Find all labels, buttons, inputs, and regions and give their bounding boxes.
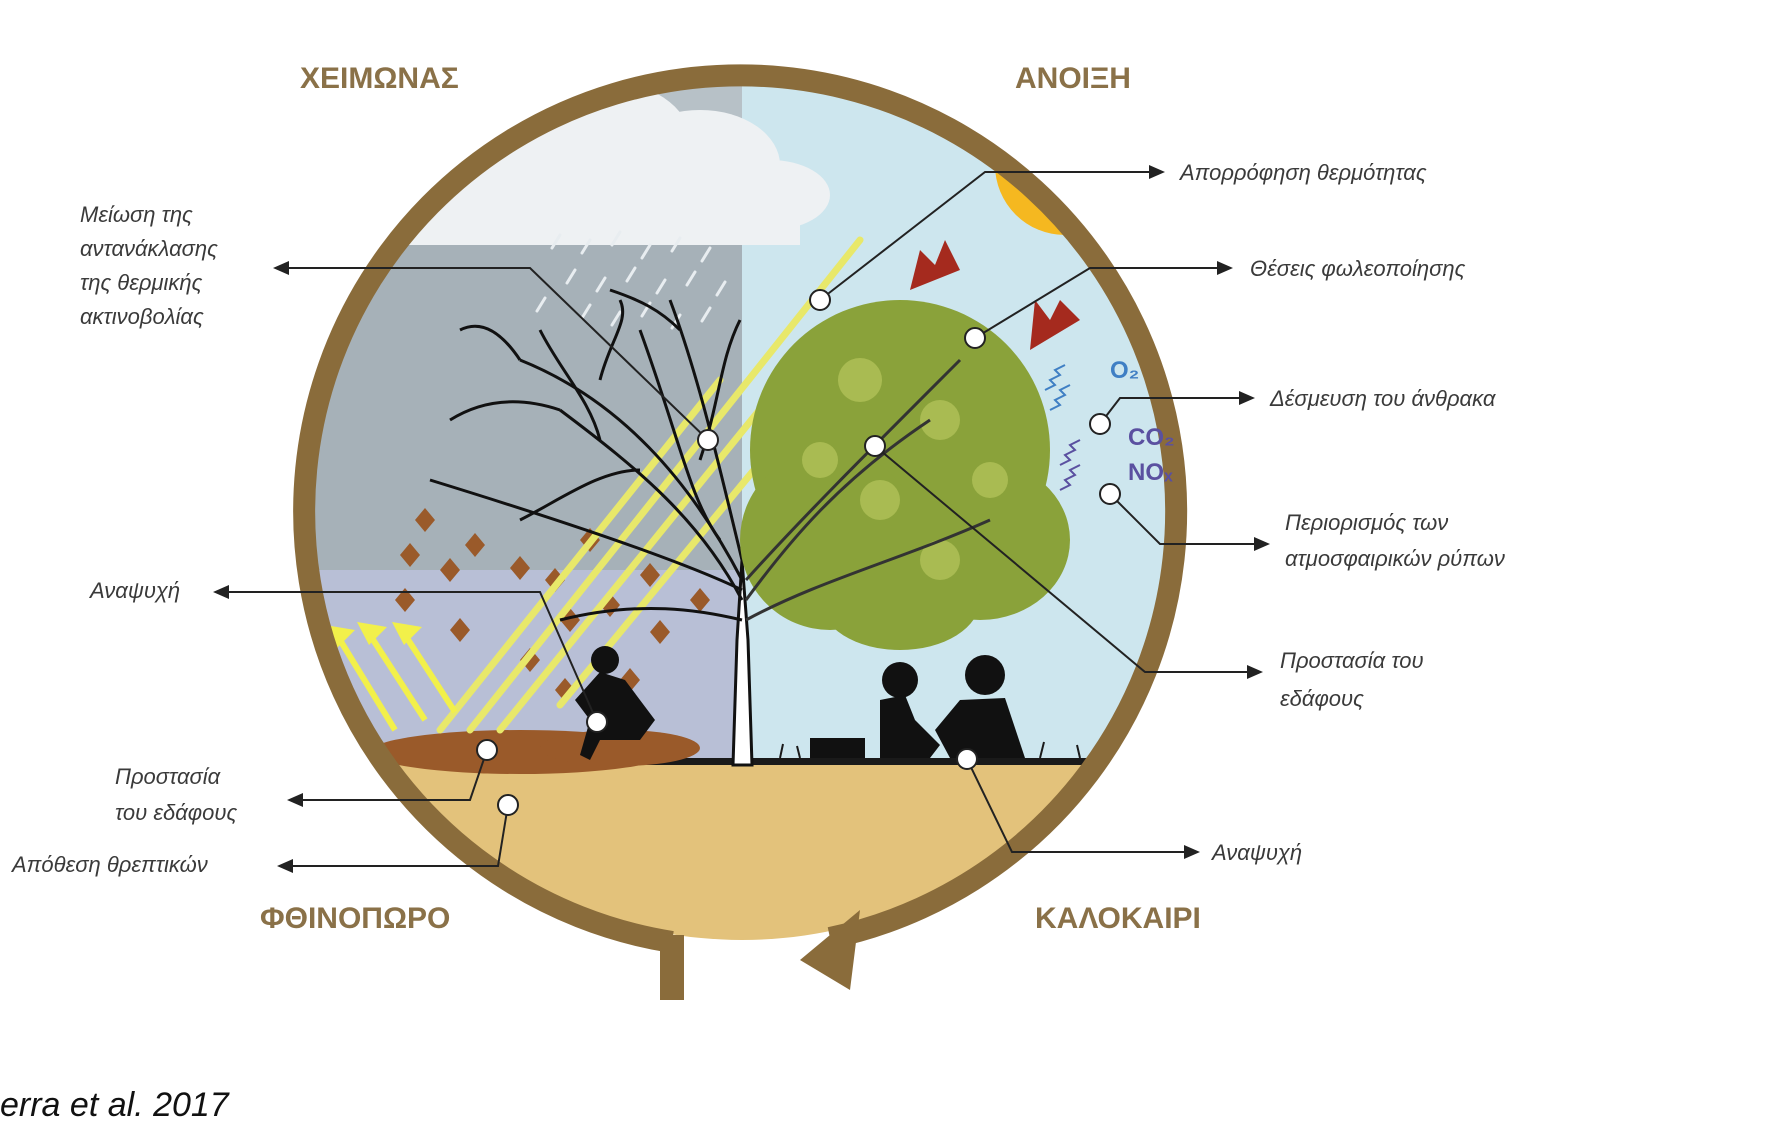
co2-label: CO₂ — [1128, 424, 1175, 451]
label-reflection-2: αντανάκλασης — [80, 236, 218, 261]
citation-credit: erra et al. 2017 — [0, 1086, 230, 1124]
label-soil-left-2: του εδάφους — [115, 800, 237, 825]
nox-label: NOₓ — [1128, 459, 1173, 486]
season-winter: ΧΕΙΜΩΝΑΣ — [300, 62, 459, 95]
dot-soil-right — [865, 436, 885, 456]
label-reflection-1: Μείωση της — [80, 202, 193, 227]
label-heat-absorption: Απορρόφηση θερμότητας — [1178, 160, 1427, 185]
label-soil-left-1: Προστασία — [115, 764, 222, 789]
label-reflection-3: της θερμικής — [80, 270, 203, 295]
season-summer: ΚΑΛΟΚΑΙΡΙ — [1035, 902, 1201, 935]
dot-pollutants — [1100, 484, 1120, 504]
label-nesting: Θέσεις φωλεοποίησης — [1250, 256, 1466, 281]
dot-recreation-left — [587, 712, 607, 732]
label-soil-right-2: εδάφους — [1280, 686, 1364, 711]
ring-stem — [660, 935, 684, 1000]
label-soil-right-1: Προστασία του — [1280, 648, 1424, 673]
label-pollutants-2: ατμοσφαιρικών ρύπων — [1285, 546, 1505, 571]
season-autumn: ΦΘΙΝΟΠΩΡΟ — [260, 902, 450, 935]
dot-recreation-right — [957, 749, 977, 769]
label-pollutants-1: Περιορισμός των — [1285, 510, 1448, 535]
dot-soil-left — [477, 740, 497, 760]
dot-reflection — [698, 430, 718, 450]
label-carbon: Δέσμευση του άνθρακα — [1269, 386, 1497, 411]
label-nutrients: Απόθεση θρεπτικών — [10, 852, 208, 877]
dot-heat-absorption — [810, 290, 830, 310]
dot-carbon — [1090, 414, 1110, 434]
label-reflection-4: ακτινοβολίας — [80, 304, 204, 329]
season-spring: ΑΝΟΙΞΗ — [1015, 62, 1131, 95]
label-recreation-right: Αναψυχή — [1210, 840, 1302, 865]
label-recreation-left: Αναψυχή — [88, 578, 180, 603]
dot-nesting — [965, 328, 985, 348]
dot-nutrients — [498, 795, 518, 815]
o2-label: O₂ — [1110, 357, 1139, 384]
